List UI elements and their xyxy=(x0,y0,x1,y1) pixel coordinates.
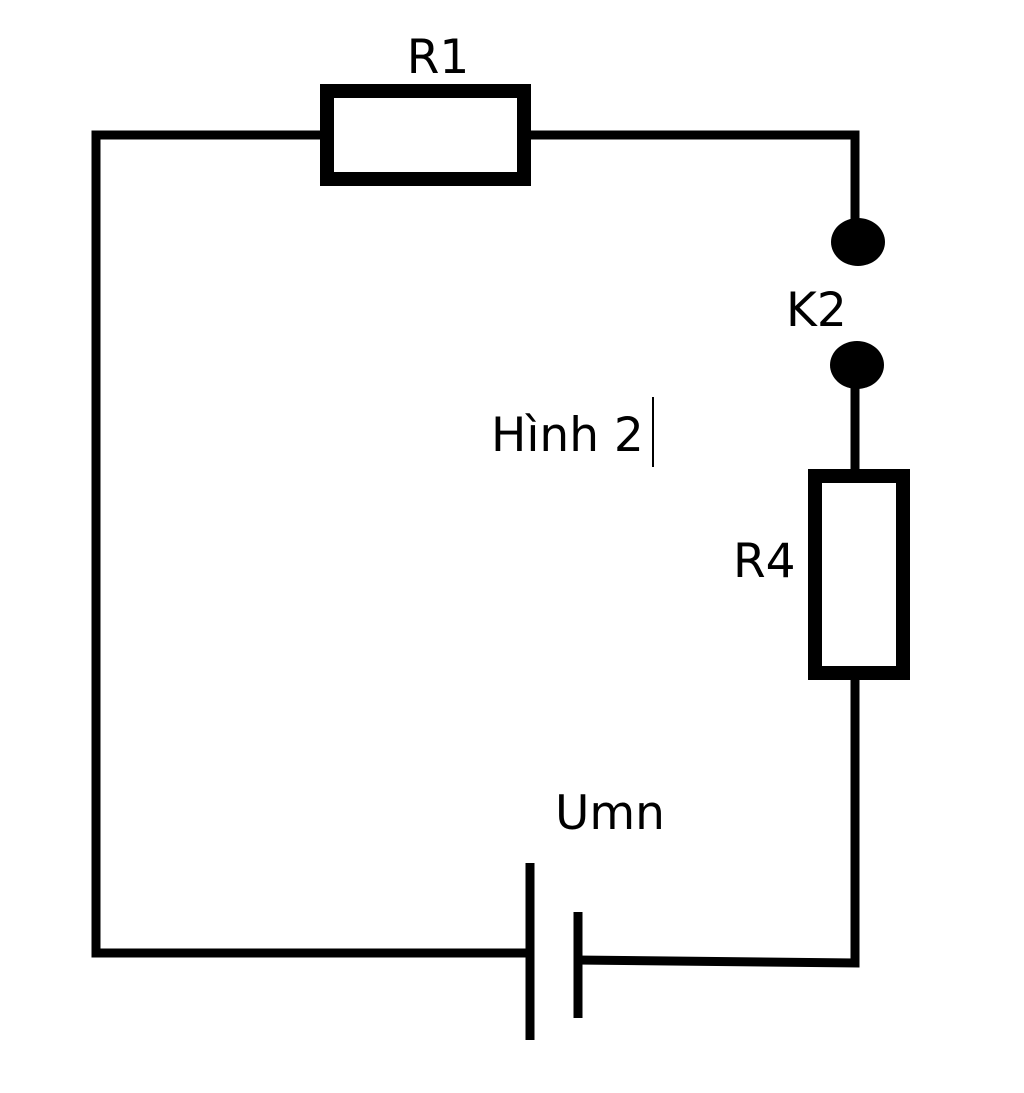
wire-r4-to-source xyxy=(575,673,860,968)
figure-caption: Hình 2 xyxy=(491,408,644,463)
switch-k2-bottom-terminal xyxy=(830,341,884,389)
resistor-r1-label: R1 xyxy=(407,30,470,85)
wire-left-loop xyxy=(91,130,535,958)
switch-k2-label: K2 xyxy=(786,283,847,338)
resistor-r4 xyxy=(808,469,910,680)
voltage-source xyxy=(525,863,583,1040)
voltage-source-label: Umn xyxy=(555,786,665,841)
wire-top-right xyxy=(525,130,860,240)
switch-k2-top-terminal xyxy=(831,218,885,266)
resistor-r4-label: R4 xyxy=(733,534,796,589)
switch-k2 xyxy=(830,218,885,389)
resistor-r1 xyxy=(320,84,531,186)
